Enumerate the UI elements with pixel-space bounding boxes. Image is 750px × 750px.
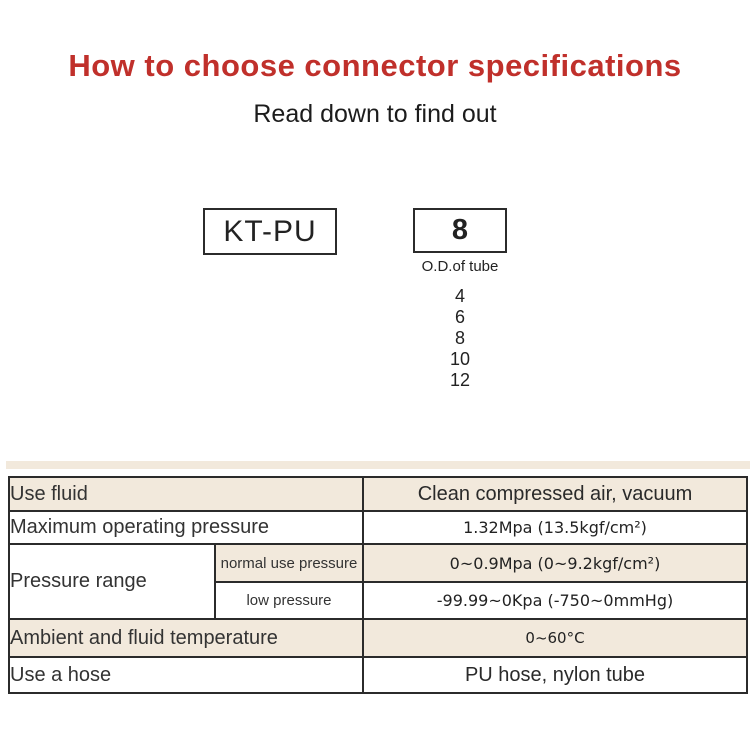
table-row: Ambient and fluid temperature 0~60°C	[8, 618, 748, 658]
table-row: Use a hose PU hose, nylon tube	[8, 656, 748, 694]
model-series-label: KT-PU	[223, 214, 317, 248]
spec-sublabel-normal-pressure: normal use pressure	[214, 543, 364, 583]
model-series-box: KT-PU	[203, 208, 337, 255]
tube-size-option: 12	[449, 370, 471, 390]
spec-sublabel-low-pressure: low pressure	[214, 581, 364, 620]
tube-size-option: 6	[454, 307, 465, 327]
tube-size-option: 10	[449, 349, 471, 369]
spec-value-low-pressure: -99.99~0Kpa (-750~0mmHg)	[362, 581, 748, 620]
table-row: Pressure range normal use pressure 0~0.9…	[8, 543, 748, 620]
tube-size-label: 8	[451, 214, 469, 246]
tube-size-option: 4	[454, 286, 465, 306]
spec-label-max-pressure: Maximum operating pressure	[8, 510, 364, 545]
tube-size-option: 8	[454, 328, 465, 348]
page-subtitle: Read down to find out	[253, 100, 497, 128]
spec-value-hose: PU hose, nylon tube	[362, 656, 748, 694]
spec-value-normal-pressure: 0~0.9Mpa (0~9.2kgf/cm²)	[362, 543, 748, 583]
spec-value-temperature: 0~60°C	[362, 618, 748, 658]
decorative-stripe	[6, 461, 750, 469]
spec-label-use-fluid: Use fluid	[8, 476, 364, 512]
table-row: Use fluid Clean compressed air, vacuum	[8, 476, 748, 512]
table-row: Maximum operating pressure 1.32Mpa (13.5…	[8, 510, 748, 545]
tube-size-caption: O.D.of tube	[421, 258, 499, 275]
spec-label-temperature: Ambient and fluid temperature	[8, 618, 364, 658]
spec-label-hose: Use a hose	[8, 656, 364, 694]
tube-size-box: 8	[413, 208, 507, 253]
table-row: low pressure -99.99~0Kpa (-750~0mmHg)	[9, 581, 748, 620]
spec-value-max-pressure: 1.32Mpa (13.5kgf/cm²)	[362, 510, 748, 545]
tube-size-options: 4 6 8 10 12	[395, 286, 525, 391]
spec-label-pressure-range: Pressure range	[8, 543, 216, 620]
spec-table: Use fluid Clean compressed air, vacuum M…	[8, 476, 748, 694]
spec-value-use-fluid: Clean compressed air, vacuum	[362, 476, 748, 512]
page-title: How to choose connector specifications	[68, 48, 682, 83]
